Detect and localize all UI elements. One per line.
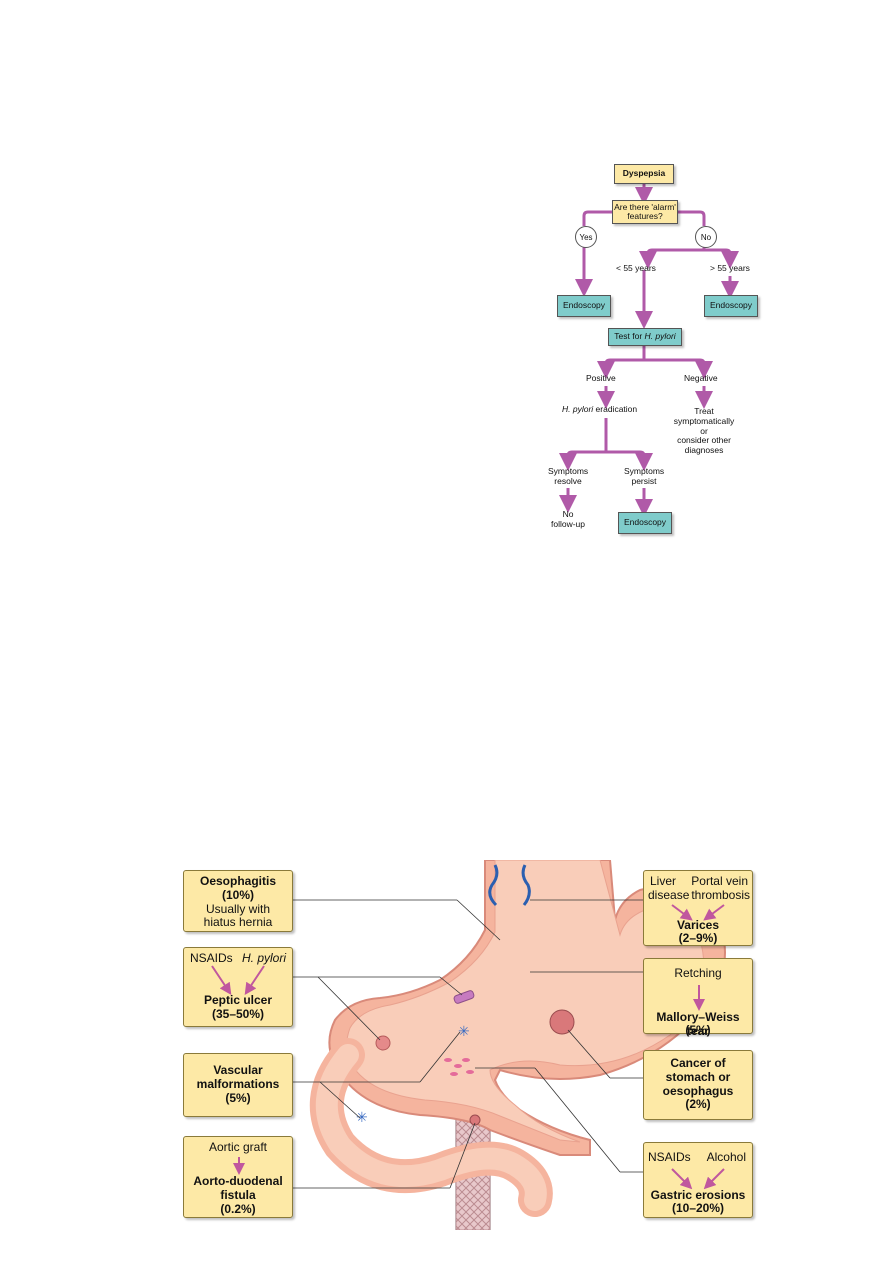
peptic-cause-hpylori: H. pylori: [241, 951, 286, 965]
test-hpylori-label: Test for H. pylori: [614, 332, 675, 341]
dyspepsia-flowchart: Dyspepsia Are there 'alarm' features? Ye…: [540, 160, 790, 540]
persist-line-2: persist: [631, 475, 657, 486]
dyspepsia-box: Dyspepsia: [614, 164, 674, 184]
no-follow-up-text: No follow-up: [548, 509, 588, 530]
treat-line-5: diagnoses: [684, 445, 724, 456]
oesophagitis-title: Oesophagitis: [199, 874, 276, 888]
oesophagitis-note-2: hiatus hernia: [203, 915, 273, 930]
aorto-title-1: Aorto-duodenal: [193, 1174, 283, 1188]
eradication-label: H. pylori eradication: [562, 404, 638, 415]
vascular-pct: (5%): [225, 1090, 251, 1105]
test-italic: H. pylori: [644, 331, 676, 342]
vascular-star-2: ✳: [356, 1109, 368, 1125]
symptoms-persist-text: Symptoms persist: [624, 466, 665, 487]
vascular-box: Vascular malformations (5%): [183, 1053, 293, 1117]
varices-arrows: [671, 904, 725, 921]
erosions-cause-alcohol: Alcohol: [706, 1150, 746, 1164]
cancer-pct: (2%): [685, 1097, 711, 1112]
aorto-pct: (0.2%): [220, 1202, 256, 1216]
erosions-arrows: [671, 1168, 725, 1190]
treat-line-4: consider other: [677, 435, 731, 446]
ulcer-marker: [453, 990, 475, 1004]
aorto-title-2: fistula: [220, 1188, 256, 1202]
symptoms-resolve-text: Symptoms resolve: [548, 466, 589, 487]
treat-line-1: Treat: [694, 406, 714, 416]
erosions-cause-nsaids: NSAIDs: [648, 1150, 691, 1164]
vascular-title-2: malformations: [196, 1076, 280, 1091]
resolve-line-1: Symptoms: [548, 466, 589, 476]
oesophagitis-pct: (10%): [221, 887, 254, 902]
endoscopy-box-left: Endoscopy: [557, 295, 611, 317]
under-55-label: < 55 years: [616, 263, 656, 273]
peptic-cause-nsaids: NSAIDs: [190, 951, 233, 965]
endoscopy-box-bottom: Endoscopy: [618, 512, 672, 534]
nofollow-line-2: follow-up: [550, 518, 586, 529]
varices-cause-2a: Portal vein: [691, 874, 748, 888]
erosions-pct: (10–20%): [671, 1201, 725, 1215]
aorto-arrow: [233, 1157, 245, 1175]
mallory-pct: (5%): [685, 1023, 711, 1037]
erad-italic: H. pylori: [562, 404, 594, 414]
test-prefix: Test for: [614, 331, 645, 342]
mallory-title: Mallory–Weiss tear: [656, 1010, 740, 1038]
cancer-title-1: Cancer of: [670, 1056, 726, 1070]
varices-vessel-1: [488, 864, 499, 907]
positive-label: Positive: [586, 373, 616, 383]
varices-box: Liver disease Portal vein thrombosis Var…: [643, 870, 753, 946]
gastric-erosions-box: NSAIDs Alcohol Gastric erosions (10–20%): [643, 1142, 753, 1218]
mallory-cause: Retching: [674, 966, 722, 980]
persist-line-1: Symptoms: [624, 466, 665, 476]
varices-cause-1a: Liver: [650, 874, 677, 888]
endoscopy-label-left: Endoscopy: [562, 300, 606, 311]
vascular-star-1: ✳: [458, 1023, 470, 1039]
varices-pct: (2–9%): [678, 931, 718, 945]
cancer-box: Cancer of stomach or oesophagus (2%): [643, 1050, 753, 1120]
varices-title: Varices: [676, 918, 720, 932]
negative-label: Negative: [684, 373, 718, 383]
mallory-weiss-box: Retching Mallory–Weiss tear (5%): [643, 958, 753, 1038]
oesophagitis-box: Oesophagitis (10%) Usually with hiatus h…: [183, 870, 293, 932]
stomach-illustration: ✳ ✳: [293, 860, 726, 1230]
resolve-line-2: resolve: [554, 475, 582, 486]
aorto-cause: Aortic graft: [208, 1140, 268, 1154]
erosions-title: Gastric erosions: [650, 1188, 746, 1202]
endoscopy-label-bottom: Endoscopy: [623, 517, 667, 528]
varices-cause-1b: disease: [648, 888, 690, 902]
fistula-point: [469, 1114, 481, 1126]
oesophagitis-note-1: Usually with: [205, 901, 271, 916]
nofollow-line-1: No: [562, 509, 574, 519]
erosions: [444, 1058, 474, 1076]
flowchart-arrows: [559, 183, 739, 517]
endoscopy-box-right: Endoscopy: [704, 295, 758, 317]
treat-line-2: symptomatically: [673, 415, 735, 426]
varices-cause-2b: thrombosis: [691, 888, 750, 902]
no-circle: No: [695, 226, 717, 248]
over-55-label: > 55 years: [710, 263, 750, 273]
gi-bleeding-diagram: ✳ ✳ Oesophagitis (10%) Usually with hiat…: [170, 860, 770, 1230]
cancer-title-2: stomach or: [665, 1069, 731, 1084]
peptic-arrows: [211, 965, 265, 995]
aorto-box: Aortic graft Aorto-duodenal fistula (0.2…: [183, 1136, 293, 1218]
vascular-title-1: Vascular: [213, 1063, 263, 1077]
peptic-pct: (35–50%): [211, 1007, 265, 1021]
cancer-title-3: oesophagus: [662, 1083, 734, 1098]
no-label: No: [700, 232, 712, 242]
tumour: [549, 1009, 575, 1035]
peptic-title: Peptic ulcer: [203, 993, 273, 1007]
test-hpylori-box: Test for H. pylori: [608, 328, 682, 346]
treat-text: Treat symptomatically or consider other …: [672, 406, 736, 456]
yes-label: Yes: [579, 232, 593, 242]
mallory-arrow: [693, 985, 705, 1011]
alarm-features-box: Are there 'alarm' features?: [612, 200, 678, 224]
yes-circle: Yes: [575, 226, 597, 248]
erad-suffix: eradication: [593, 404, 638, 414]
dyspepsia-label: Dyspepsia: [622, 168, 666, 179]
endoscopy-label-right: Endoscopy: [709, 300, 753, 311]
peptic-ulcer-box: NSAIDs H. pylori Peptic ulcer (35–50%): [183, 947, 293, 1027]
varices-vessel-2: [521, 864, 531, 906]
treat-line-3: or: [700, 425, 708, 436]
alarm-question: Are there 'alarm' features?: [614, 201, 676, 221]
